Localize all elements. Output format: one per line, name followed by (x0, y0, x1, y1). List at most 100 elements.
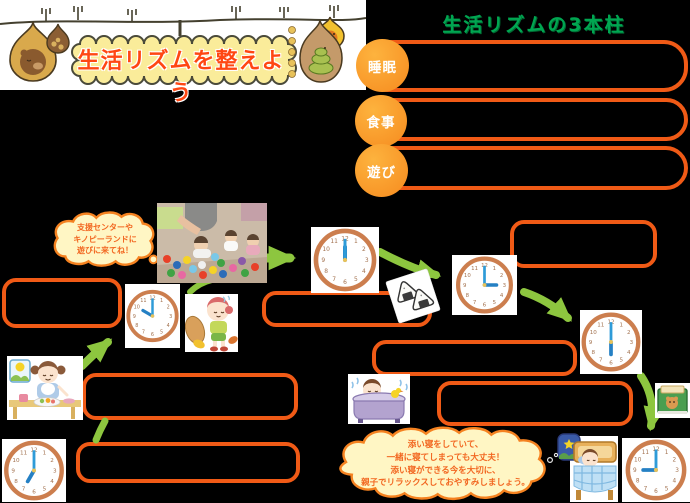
page-title: 生活リズムを整えよう (77, 49, 285, 106)
svg-text:1: 1 (619, 322, 623, 328)
pillars-title: 生活リズムの3本柱 (442, 14, 626, 36)
arrow-icon-clock7-to-breakfast (92, 417, 109, 444)
svg-text:8: 8 (591, 350, 595, 356)
svg-text:2: 2 (500, 273, 503, 279)
svg-text:2: 2 (627, 330, 631, 336)
arrow-icon-3pm-to-6pm (520, 288, 573, 322)
svg-text:7: 7 (332, 276, 336, 283)
photo-children-playing (157, 203, 267, 283)
svg-text:3: 3 (675, 468, 679, 474)
svg-text:9: 9 (133, 314, 136, 320)
svg-text:1: 1 (160, 298, 163, 304)
svg-text:3: 3 (365, 257, 369, 264)
autumn-child-illustration (184, 294, 238, 352)
svg-text:10: 10 (12, 458, 20, 464)
sleeping-animals-banner-art (0, 5, 367, 90)
svg-text:7: 7 (599, 358, 603, 364)
svg-text:11: 11 (140, 298, 146, 304)
svg-text:8: 8 (636, 479, 640, 485)
play-invitation-line2: キノピーランドに (73, 234, 137, 244)
svg-text:5: 5 (665, 486, 669, 492)
cosleep-line3: 添い寝ができる今を大切に、 (390, 465, 501, 476)
svg-text:8: 8 (466, 293, 470, 299)
svg-text:7: 7 (473, 300, 476, 306)
svg-text:9: 9 (11, 469, 15, 475)
svg-text:6: 6 (483, 303, 487, 309)
cosleep-advice-text: 添い寝をしていて、 一緒に寝てしまっても大丈夫！ 添い寝ができる今を大切に、 親… (328, 439, 563, 490)
svg-text:11: 11 (597, 322, 605, 328)
svg-text:7: 7 (644, 486, 648, 492)
arrow-icon-breakfast-to-morning (78, 338, 113, 370)
svg-text:9: 9 (589, 340, 593, 346)
label-box-morning-left (2, 278, 122, 328)
svg-text:7: 7 (142, 329, 145, 335)
svg-text:4: 4 (50, 479, 54, 485)
svg-text:4: 4 (362, 268, 366, 275)
play-invitation-bubble: 支援センターや キノピーランドに 遊びに来てね！ (44, 209, 166, 271)
svg-text:11: 11 (330, 238, 338, 245)
svg-text:9: 9 (463, 283, 467, 289)
cosleep-line2: 一緒に寝てしまっても大丈夫！ (386, 452, 505, 463)
sleeping-child-illustration (546, 430, 618, 503)
svg-text:8: 8 (324, 268, 328, 275)
svg-text:2: 2 (50, 458, 54, 464)
svg-text:6: 6 (343, 279, 347, 286)
label-box-bottom-left (76, 442, 300, 483)
header-banner: 生活リズムを整えよう (0, 0, 367, 106)
play-invitation-text: 支援センターや キノピーランドに 遊びに来てね！ (44, 222, 166, 257)
banner-title-box (72, 20, 296, 84)
label-box-mid-right (372, 340, 577, 376)
svg-text:5: 5 (354, 276, 358, 283)
svg-text:5: 5 (619, 358, 623, 364)
cosleep-bubble-shape (339, 426, 546, 501)
pillar-box-sleep (363, 40, 688, 92)
banner-title-text-wrap: 生活リズムを整えよう (72, 34, 290, 106)
svg-text:10: 10 (634, 457, 642, 463)
breakfast-illustration (7, 356, 83, 420)
svg-text:2: 2 (167, 305, 170, 311)
svg-text:6: 6 (609, 360, 613, 366)
svg-text:3: 3 (630, 340, 634, 346)
pillar-box-meal (363, 98, 688, 141)
pillar-label-sleep-text: 睡眠 (368, 59, 397, 76)
svg-text:10: 10 (322, 246, 330, 253)
play-invitation-line1: 支援センターや (77, 223, 133, 232)
pillar-label-play-text: 遊び (367, 164, 396, 181)
pillar-label-sleep: 睡眠 (356, 39, 409, 92)
snake-gourd-icon (299, 19, 343, 83)
svg-text:11: 11 (642, 450, 650, 456)
acorn-gourd-icon (46, 23, 70, 54)
svg-text:11: 11 (471, 266, 478, 272)
bear-gourd-icon (9, 21, 57, 82)
svg-text:4: 4 (627, 350, 631, 356)
svg-text:1: 1 (354, 238, 358, 245)
cosleep-advice-bubble: 添い寝をしていて、 一緒に寝てしまっても大丈夫！ 添い寝ができる今を大切に、 親… (328, 423, 563, 503)
svg-text:2: 2 (362, 246, 366, 253)
cosleep-line1: 添い寝をしていて、 (407, 440, 484, 450)
svg-text:6: 6 (32, 489, 36, 495)
svg-text:6: 6 (151, 332, 154, 338)
svg-text:6: 6 (654, 489, 658, 495)
svg-text:10: 10 (134, 305, 140, 311)
svg-text:10: 10 (590, 330, 598, 336)
svg-text:1: 1 (665, 450, 669, 456)
bath-illustration (348, 374, 410, 424)
svg-text:1: 1 (43, 451, 47, 457)
svg-text:8: 8 (135, 323, 138, 329)
pillar-box-play (363, 146, 688, 190)
svg-text:4: 4 (500, 293, 504, 299)
svg-text:9: 9 (321, 257, 325, 264)
svg-text:4: 4 (672, 479, 676, 485)
svg-text:4: 4 (167, 323, 170, 329)
svg-text:2: 2 (672, 457, 676, 463)
svg-text:3: 3 (503, 283, 506, 289)
cosleep-line4: 親子でリラックスしておやすみしましょう。 (361, 478, 530, 489)
svg-text:1: 1 (493, 266, 496, 272)
label-box-top-right (510, 220, 657, 268)
